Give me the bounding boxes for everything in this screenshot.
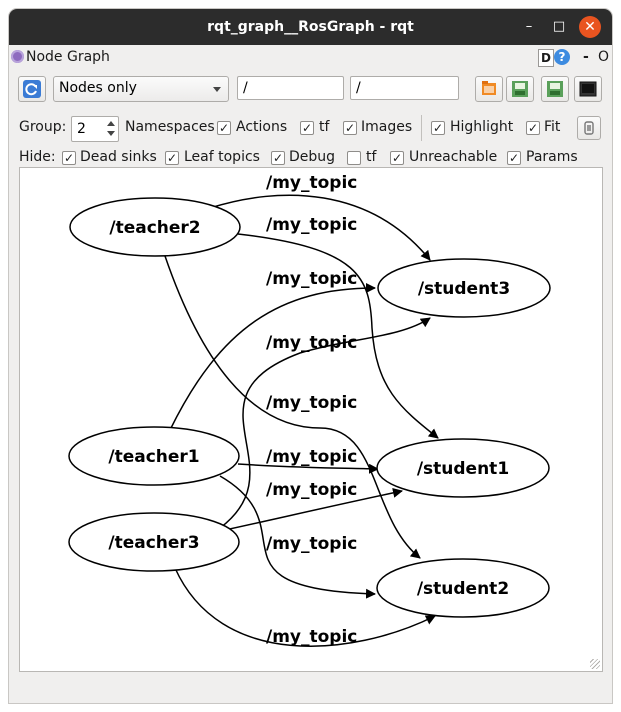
rqt-window: rqt_graph__RosGraph - rqt – □ ✕ Node Gra…	[9, 9, 612, 703]
debug-label: Debug	[289, 149, 336, 165]
actions-label: Actions	[236, 119, 288, 135]
dock-toggle-button[interactable]: D	[538, 49, 554, 67]
hide-label: Hide:	[19, 149, 56, 165]
group-spinbox[interactable]: 2	[71, 116, 119, 142]
node-student2-label: /student2	[417, 579, 509, 599]
edge-teacher2-student3[interactable]	[209, 194, 431, 261]
node-teacher3-label: /teacher3	[108, 533, 199, 553]
title-bar: rqt_graph__RosGraph - rqt – □ ✕	[9, 9, 612, 45]
screen-icon	[579, 81, 597, 97]
quiet-icon	[584, 121, 594, 135]
edge-label: /my_topic	[266, 333, 357, 353]
node-student1-label: /student1	[417, 459, 509, 479]
folder-open-icon	[482, 81, 496, 95]
graph-canvas[interactable]: /my_topic/my_topic/my_topic/my_topic/my_…	[19, 167, 603, 672]
unreachable-checkbox[interactable]: ✓	[390, 151, 404, 165]
close-button[interactable]: ✕	[579, 16, 601, 38]
fit-label: Fit	[544, 119, 561, 135]
namespaces-label: Namespaces	[125, 119, 215, 135]
edge-label: /my_topic	[266, 534, 357, 554]
plugin-close-button[interactable]: O	[598, 49, 610, 65]
load-dot-button[interactable]	[475, 76, 503, 102]
node-graph-plugin-icon	[11, 50, 24, 63]
resize-grip[interactable]	[590, 659, 600, 669]
spin-up-icon[interactable]	[107, 121, 115, 126]
node-student1[interactable]: /student1	[376, 438, 550, 498]
node-teacher1-label: /teacher1	[108, 447, 199, 467]
node-student3-label: /student3	[418, 279, 510, 299]
save-dot-button[interactable]	[506, 76, 534, 102]
leaf-topics-checkbox[interactable]: ✓	[165, 151, 179, 165]
plugin-minimize-button[interactable]: -	[583, 49, 589, 65]
display-mode-value: Nodes only	[59, 80, 137, 96]
node-student3[interactable]: /student3	[377, 258, 551, 318]
edge-label: /my_topic	[266, 173, 357, 193]
save-image-button[interactable]	[541, 76, 569, 102]
refresh-button[interactable]	[18, 76, 46, 102]
edge-teacher1-student1[interactable]	[237, 463, 379, 474]
edge-teacher2-student2[interactable]	[164, 255, 421, 559]
save-dot-icon	[512, 81, 528, 97]
edge-label: /my_topic	[266, 393, 357, 413]
node-teacher2[interactable]: /teacher2	[69, 197, 241, 257]
edge-teacher3-student3[interactable]	[219, 317, 431, 529]
actions-checkbox[interactable]: ✓	[217, 121, 231, 135]
edge-label: /my_topic	[266, 447, 357, 467]
topic-filter-input[interactable]: /	[350, 76, 459, 100]
node-teacher1[interactable]: /teacher1	[68, 426, 240, 486]
refresh-icon	[23, 80, 41, 98]
dead-sinks-checkbox[interactable]: ✓	[62, 151, 76, 165]
fit-view-button[interactable]	[574, 76, 602, 102]
edge-teacher1-student2[interactable]	[219, 475, 376, 599]
tf-group-label: tf	[319, 119, 330, 135]
save-image-icon	[547, 81, 563, 97]
display-mode-combo[interactable]: Nodes only	[53, 76, 229, 102]
group-value: 2	[77, 121, 86, 137]
images-checkbox[interactable]: ✓	[343, 121, 357, 135]
edge-teacher3-student1[interactable]	[224, 487, 403, 531]
edge-label: /my_topic	[266, 269, 357, 289]
debug-checkbox[interactable]: ✓	[271, 151, 285, 165]
unreachable-label: Unreachable	[409, 149, 498, 165]
edge-label: /my_topic	[266, 480, 357, 500]
options-row: Group:	[9, 113, 612, 143]
edge-label: /my_topic	[266, 627, 357, 647]
node-teacher3[interactable]: /teacher3	[68, 512, 240, 572]
help-button[interactable]: ?	[554, 49, 570, 65]
window-title: rqt_graph__RosGraph - rqt	[207, 19, 414, 35]
node-student2[interactable]: /student2	[376, 558, 550, 618]
node-teacher2-label: /teacher2	[109, 218, 200, 238]
toolbar-separator	[421, 115, 422, 141]
leaf-topics-label: Leaf topics	[184, 149, 260, 165]
maximize-button[interactable]: □	[552, 19, 566, 34]
highlight-checkbox[interactable]: ✓	[431, 121, 445, 135]
quiet-button[interactable]	[577, 116, 601, 140]
minimize-button[interactable]: –	[525, 19, 533, 34]
dead-sinks-label: Dead sinks	[80, 149, 157, 165]
edge-teacher2-student1[interactable]	[237, 233, 439, 439]
ros-graph: /my_topic/my_topic/my_topic/my_topic/my_…	[68, 173, 551, 647]
fit-checkbox[interactable]: ✓	[526, 121, 540, 135]
images-label: Images	[361, 119, 413, 135]
spin-down-icon[interactable]	[107, 131, 115, 136]
edge-teacher3-student2[interactable]	[174, 567, 436, 647]
node-filter-input[interactable]: /	[237, 76, 344, 100]
params-checkbox[interactable]: ✓	[507, 151, 521, 165]
highlight-label: Highlight	[450, 119, 514, 135]
edge-label: /my_topic	[266, 215, 357, 235]
chevron-down-icon	[213, 87, 221, 92]
tf-hide-label: tf	[366, 149, 377, 165]
tf-hide-checkbox[interactable]	[347, 151, 361, 165]
edge-teacher1-student3[interactable]	[169, 283, 376, 431]
group-label: Group:	[19, 119, 67, 135]
plugin-title: Node Graph	[26, 49, 110, 65]
params-label: Params	[526, 149, 578, 165]
tf-group-checkbox[interactable]: ✓	[300, 121, 314, 135]
plugin-title-bar: Node Graph D ? - O	[9, 47, 612, 69]
